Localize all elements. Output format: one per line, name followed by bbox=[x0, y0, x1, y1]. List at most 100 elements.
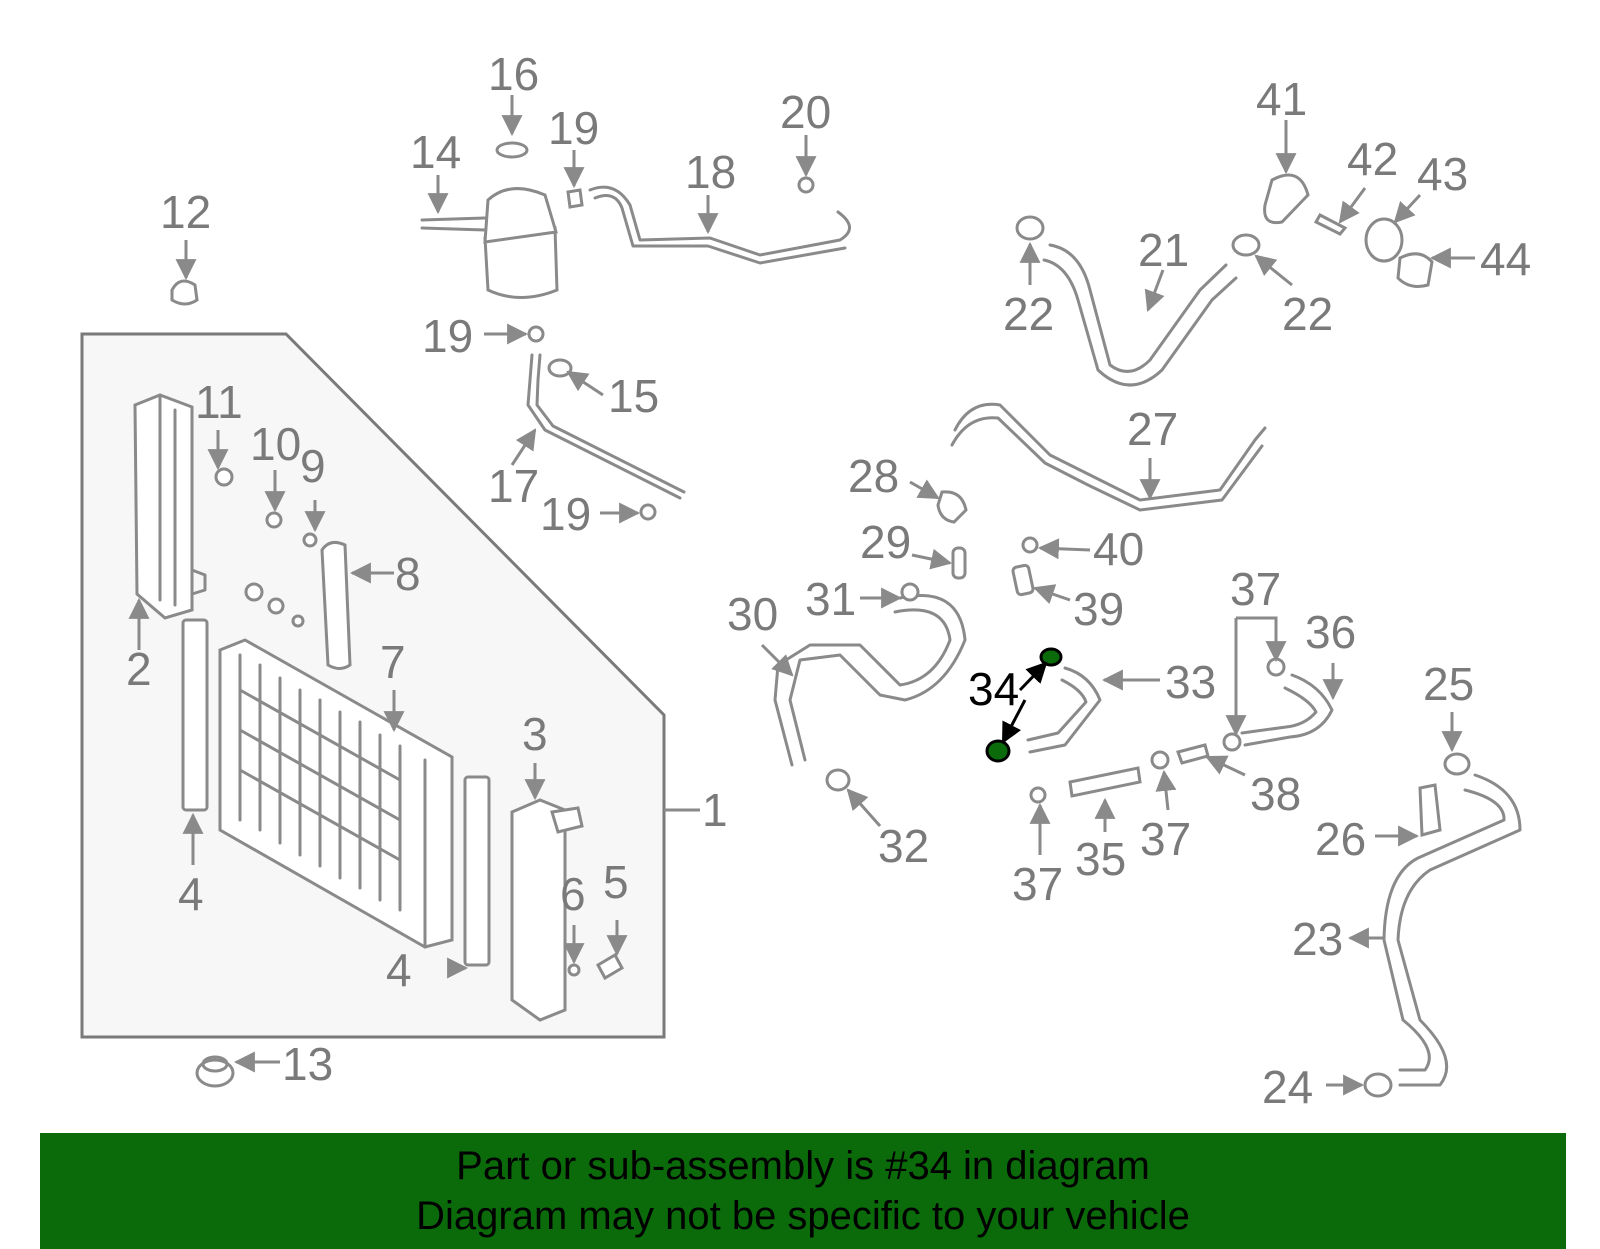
part-4-seal-right bbox=[463, 775, 491, 967]
part-12-cushion bbox=[170, 279, 199, 306]
part-35-hose bbox=[1068, 766, 1142, 798]
part-29-pipe bbox=[951, 546, 967, 580]
part-40-clip bbox=[1021, 536, 1039, 554]
part-10-washer bbox=[265, 511, 283, 529]
part-15-clamp bbox=[547, 358, 573, 378]
part-11-grommet bbox=[214, 467, 234, 487]
cushion-b bbox=[267, 597, 285, 615]
part-23-hose bbox=[1382, 773, 1522, 1087]
callout-35: 35 bbox=[1075, 833, 1126, 885]
part-25-clamp bbox=[1443, 752, 1471, 776]
callout-3: 3 bbox=[522, 708, 548, 760]
callout-12: 12 bbox=[160, 186, 211, 238]
part-31-clamp bbox=[900, 582, 920, 602]
callout-43: 43 bbox=[1417, 148, 1468, 200]
banner-line-1: Part or sub-assembly is #34 in diagram bbox=[456, 1144, 1150, 1188]
callout-19-mid: 19 bbox=[422, 310, 473, 362]
callout-13: 13 bbox=[282, 1038, 333, 1090]
part-14-reservoir bbox=[420, 187, 559, 299]
part-5-drain-plug bbox=[595, 952, 625, 981]
part-8-hose bbox=[320, 540, 352, 670]
part-19-clip-mid bbox=[527, 325, 545, 343]
callout-22-left: 22 bbox=[1003, 288, 1054, 340]
callout-37-top: 37 bbox=[1230, 563, 1281, 615]
callout-44: 44 bbox=[1480, 233, 1531, 285]
callout-32: 32 bbox=[878, 820, 929, 872]
callout-21: 21 bbox=[1138, 224, 1189, 276]
callout-42: 42 bbox=[1347, 133, 1398, 185]
part-43-gasket bbox=[1364, 217, 1404, 263]
part-26-bracket bbox=[1418, 783, 1442, 837]
part-38-connector bbox=[1176, 743, 1210, 765]
part-42-gasket bbox=[1313, 213, 1348, 236]
info-banner: Part or sub-assembly is #34 in diagram D… bbox=[40, 1133, 1566, 1249]
callout-1: 1 bbox=[702, 784, 728, 836]
part-33-hose bbox=[1026, 666, 1102, 754]
part-18-hose bbox=[588, 185, 851, 265]
part-30-hose bbox=[773, 594, 967, 767]
part-19-clip-low bbox=[639, 503, 657, 521]
callout-31: 31 bbox=[805, 573, 856, 625]
callout-16: 16 bbox=[488, 48, 539, 100]
part-22-clamp-right bbox=[1231, 233, 1261, 257]
callout-19-low: 19 bbox=[540, 488, 591, 540]
callout-23: 23 bbox=[1292, 913, 1343, 965]
part-37-clamp-a bbox=[1266, 657, 1286, 677]
cushion-a bbox=[244, 582, 264, 602]
callout-24: 24 bbox=[1262, 1061, 1313, 1113]
part-36-hose bbox=[1240, 673, 1334, 747]
part-28-gasket bbox=[936, 490, 968, 524]
callout-34: 34 bbox=[968, 663, 1019, 715]
part-41-housing bbox=[1263, 173, 1310, 225]
callout-20: 20 bbox=[780, 86, 831, 138]
callout-37-mid: 37 bbox=[1140, 813, 1191, 865]
leader-lines bbox=[128, 95, 1475, 1096]
part-21-hose bbox=[1042, 243, 1238, 387]
callout-5: 5 bbox=[603, 856, 629, 908]
part-37-clamp-b bbox=[1222, 732, 1242, 752]
part-16-cap bbox=[495, 141, 529, 159]
callout-28: 28 bbox=[848, 450, 899, 502]
callout-labels: 1 2 3 4 4 5 6 7 8 9 10 11 12 13 14 15 16… bbox=[126, 48, 1531, 1113]
callout-10: 10 bbox=[250, 418, 301, 470]
callout-14: 14 bbox=[410, 126, 461, 178]
callout-26: 26 bbox=[1315, 813, 1366, 865]
callout-27: 27 bbox=[1127, 403, 1178, 455]
callout-41: 41 bbox=[1256, 73, 1307, 125]
callout-6: 6 bbox=[560, 868, 586, 920]
callout-4: 4 bbox=[178, 868, 204, 920]
part-13-cushion bbox=[195, 1055, 235, 1088]
part-9-ring bbox=[302, 532, 318, 548]
callout-15: 15 bbox=[608, 370, 659, 422]
part-32-clamp bbox=[825, 768, 851, 792]
part-44-thermostat bbox=[1396, 252, 1434, 288]
callout-29: 29 bbox=[860, 516, 911, 568]
callout-33: 33 bbox=[1165, 656, 1216, 708]
part-27-pipe bbox=[950, 402, 1267, 512]
part-2-side-tank bbox=[133, 393, 207, 620]
banner-line-2: Diagram may not be specific to your vehi… bbox=[416, 1194, 1190, 1238]
callout-17: 17 bbox=[488, 460, 539, 512]
callout-36: 36 bbox=[1305, 606, 1356, 658]
callout-7: 7 bbox=[380, 636, 406, 688]
part-34-clamp-top bbox=[1039, 647, 1063, 667]
callout-40: 40 bbox=[1093, 523, 1144, 575]
part-19-clip-top bbox=[566, 188, 584, 209]
part-4-seal-left bbox=[181, 618, 209, 812]
callout-39: 39 bbox=[1073, 583, 1124, 635]
callout-30: 30 bbox=[727, 588, 778, 640]
callout-18: 18 bbox=[685, 146, 736, 198]
callout-4b: 4 bbox=[386, 944, 412, 996]
callout-22-right: 22 bbox=[1282, 288, 1333, 340]
part-6-drain-seal bbox=[567, 963, 581, 977]
part-17-pipe bbox=[526, 353, 686, 500]
callout-37-low: 37 bbox=[1012, 858, 1063, 910]
part-39-plug bbox=[1011, 563, 1035, 597]
part-22-clamp-left bbox=[1015, 215, 1045, 241]
part-7-radiator-core bbox=[218, 638, 454, 949]
part-37-clamp-d bbox=[1029, 786, 1047, 804]
part-34-clamp-bottom bbox=[985, 739, 1011, 763]
part-37-clamp-c bbox=[1150, 750, 1170, 770]
callout-11: 11 bbox=[195, 376, 243, 428]
callout-9: 9 bbox=[300, 440, 326, 492]
